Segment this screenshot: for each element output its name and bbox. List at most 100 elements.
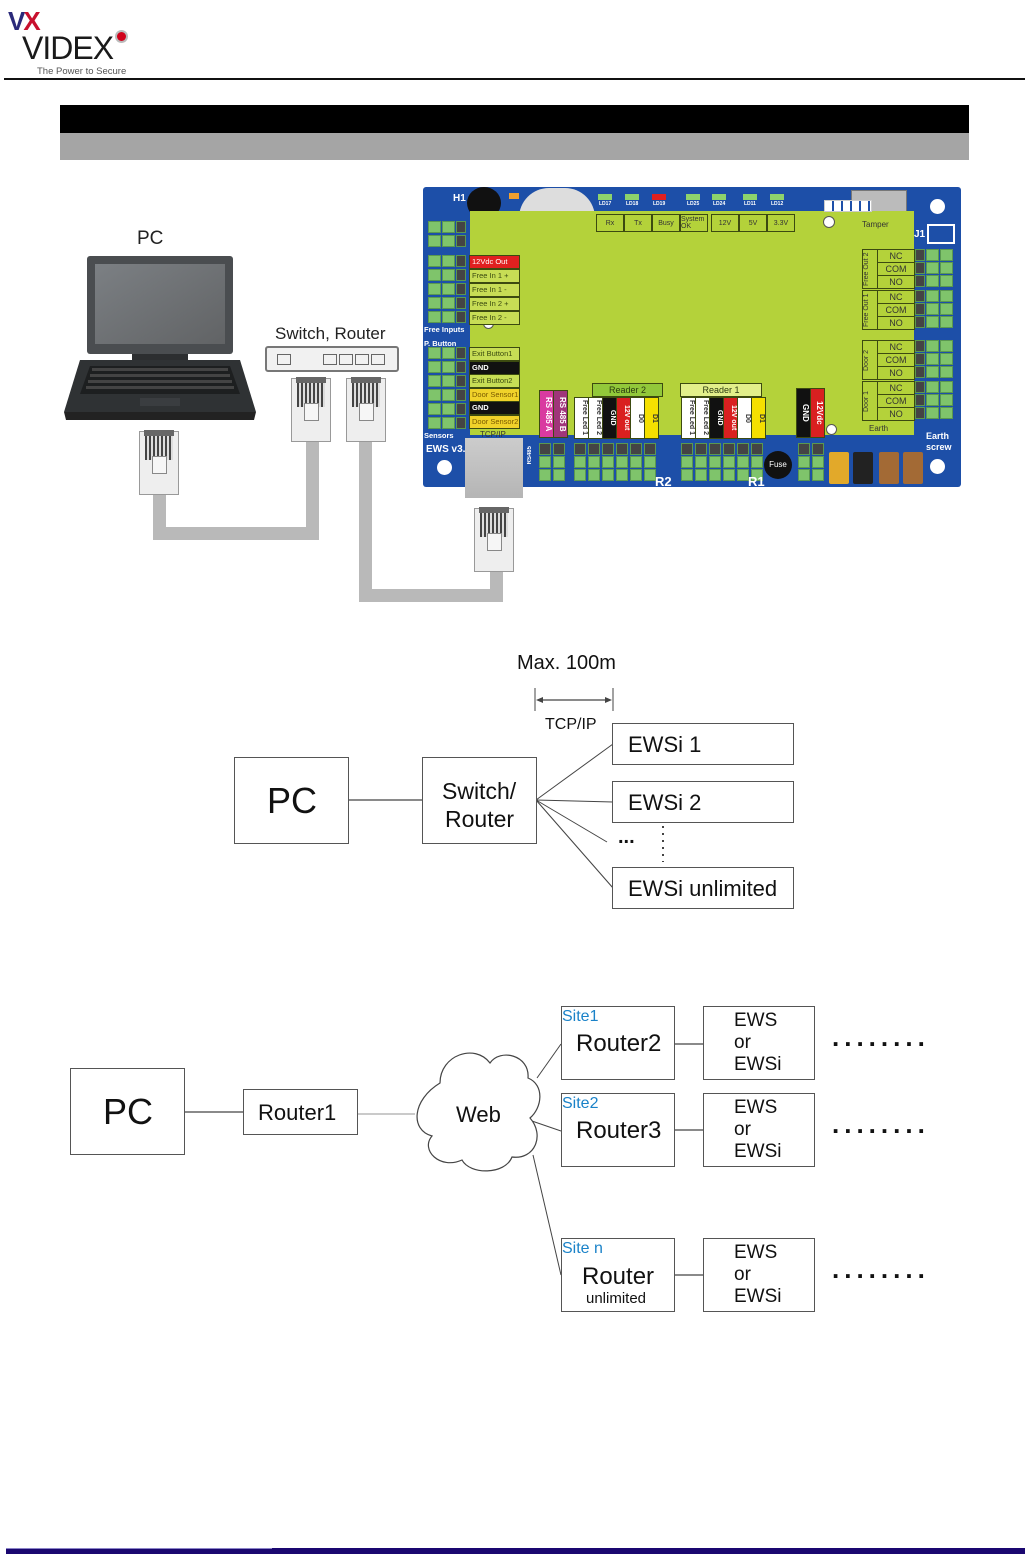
screw-terminal — [737, 443, 749, 481]
laptop-icon — [64, 256, 256, 420]
screw-terminal — [812, 443, 824, 481]
sensors-caption: Sensors — [424, 431, 454, 440]
switch-photo-label: Switch, Router — [275, 324, 386, 343]
relay-contact-label: COM — [877, 353, 915, 367]
relay-contact-label: COM — [877, 262, 915, 276]
fuse-icon: Fuse — [764, 451, 792, 479]
ethernet-cable — [359, 589, 503, 602]
lan-switch-box: Switch/ Router — [422, 757, 537, 844]
rj45-socket — [465, 438, 523, 498]
screw-terminal — [915, 262, 953, 274]
logo-mark-x: X — [23, 6, 40, 36]
c40-component — [509, 193, 519, 199]
screw-terminal — [428, 283, 466, 295]
screw-terminal — [915, 394, 953, 406]
web-label: Web — [456, 1102, 501, 1127]
screw-terminal — [915, 353, 953, 365]
videx-logo: VX VIDEX The Power to Secure — [6, 6, 126, 77]
tamper-label: Tamper — [862, 220, 889, 229]
led-label: LD19 — [653, 201, 666, 207]
led-label: LD11 — [744, 201, 756, 207]
mount-hole — [823, 216, 835, 228]
lan-device-label: EWSi 2 — [628, 790, 702, 815]
led-label: LD17 — [599, 201, 612, 207]
button-caption: P. Button — [424, 339, 457, 348]
site-device-label: or — [734, 1119, 751, 1140]
h1-label: H1 — [453, 193, 466, 204]
pc-photo-label: PC — [137, 228, 164, 249]
free-input-label: 12Vdc Out — [469, 255, 520, 269]
r1-label: R1 — [748, 474, 765, 489]
free-input-label: Free In 1 - — [469, 283, 520, 297]
led-label: LD25 — [687, 201, 700, 207]
reader2-pin-label: Free Led 1 — [574, 397, 589, 439]
section-subtitle-bar — [60, 133, 969, 160]
sensor-input-label: Door Sensor2 — [469, 414, 520, 429]
reader2-pin-label: GND — [602, 397, 617, 439]
lan-ellipsis: ... — [618, 826, 635, 848]
site-device-label: EWSi — [734, 1286, 782, 1307]
sensor-input-label: GND — [469, 360, 520, 375]
sensor-input-label: GND — [469, 401, 520, 415]
reader2-pin-label: 12V out — [616, 397, 631, 439]
relay-contact-label: NC — [877, 249, 915, 263]
led-ld11-icon — [743, 194, 757, 200]
screw-terminal — [602, 443, 614, 481]
lan-switch-label-1: Switch/ — [442, 778, 517, 804]
ethernet-cable — [490, 570, 503, 602]
tcpip-protocol-label: TCP/IP — [545, 716, 597, 733]
screw-terminal — [428, 389, 466, 401]
logo-mark: VX — [8, 6, 41, 37]
lan-pc-label: PC — [267, 780, 318, 821]
logo-dot-icon — [117, 32, 126, 41]
capacitor-icon — [903, 452, 923, 484]
screw-terminal — [915, 366, 953, 378]
status-cell: 12V — [711, 214, 739, 232]
free-input-label: Free In 2 + — [469, 297, 520, 311]
j1-jumper — [927, 224, 955, 244]
site-device-label: or — [734, 1032, 751, 1053]
led-ld24-icon — [712, 194, 726, 200]
j1-label: J1 — [914, 229, 926, 240]
section-title-bar — [60, 105, 969, 133]
status-cell: Busy — [652, 214, 680, 232]
screw-terminal — [915, 340, 953, 352]
site-device-label: EWS — [734, 1242, 778, 1263]
screw-terminal — [915, 407, 953, 419]
lan-device-box: EWSi 2 — [612, 781, 794, 823]
led-ld25-icon — [686, 194, 700, 200]
tcpip-label: TCP/IP — [480, 430, 506, 439]
screw-terminal — [630, 443, 642, 481]
door2-caption: Door 2 — [862, 340, 878, 380]
led-label: LD18 — [626, 201, 639, 207]
power-pin-label: GND — [796, 388, 811, 438]
screw-terminal — [798, 443, 810, 481]
status-cell: 3.3V — [767, 214, 795, 232]
screw-terminal — [428, 361, 466, 373]
continuation-dots: ........ — [832, 1254, 930, 1284]
screw-terminal — [915, 275, 953, 287]
reader1-pin-label: GND — [709, 397, 724, 439]
free-out2-caption: Free Out 2 — [862, 249, 878, 289]
reader1-pin-label: D1 — [751, 397, 766, 439]
footer-rule — [6, 1548, 1025, 1554]
screw-terminal — [616, 443, 628, 481]
reader2-title: Reader 2 — [592, 383, 663, 397]
relay-contact-label: NC — [877, 290, 915, 304]
site-router-label: Router3 — [576, 1117, 662, 1144]
mount-hole — [826, 424, 837, 435]
screw-terminal — [574, 443, 586, 481]
site-label: Site2 — [562, 1095, 599, 1112]
capacitor-icon — [829, 452, 849, 484]
lan-device-box: EWSi unlimited — [612, 867, 794, 909]
header-connector — [824, 200, 872, 212]
mount-hole — [930, 459, 945, 474]
max-distance-label: Max. 100m — [517, 652, 616, 674]
site-router-label: Router — [582, 1263, 655, 1290]
mount-hole — [930, 199, 945, 214]
site-device-label: EWS — [734, 1010, 778, 1031]
rj45-plug-icon — [291, 377, 331, 442]
reader1-pin-label: 12V out — [723, 397, 738, 439]
